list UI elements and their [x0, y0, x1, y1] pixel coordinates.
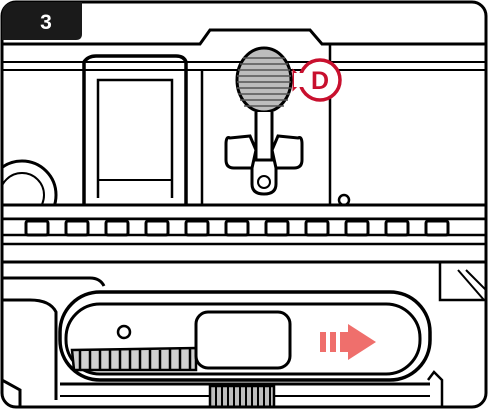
direction-arrow-icon	[320, 324, 376, 360]
slide-serrations	[78, 348, 192, 370]
receiver-block	[82, 54, 188, 205]
step-number: 3	[40, 11, 52, 34]
lower-receiver	[2, 262, 486, 407]
callout-d: D	[292, 58, 342, 102]
step-badge: 3	[2, 2, 82, 40]
lever-grip-lines	[237, 57, 291, 107]
control-lever	[224, 46, 304, 196]
charging-slot	[58, 290, 432, 382]
lever-stem	[254, 112, 274, 162]
magazine-release-icon	[194, 310, 292, 370]
callout-label: D	[311, 67, 329, 95]
bottom-assembly	[60, 382, 430, 407]
rail-slots	[24, 219, 450, 237]
picatinny-rail	[2, 203, 486, 264]
